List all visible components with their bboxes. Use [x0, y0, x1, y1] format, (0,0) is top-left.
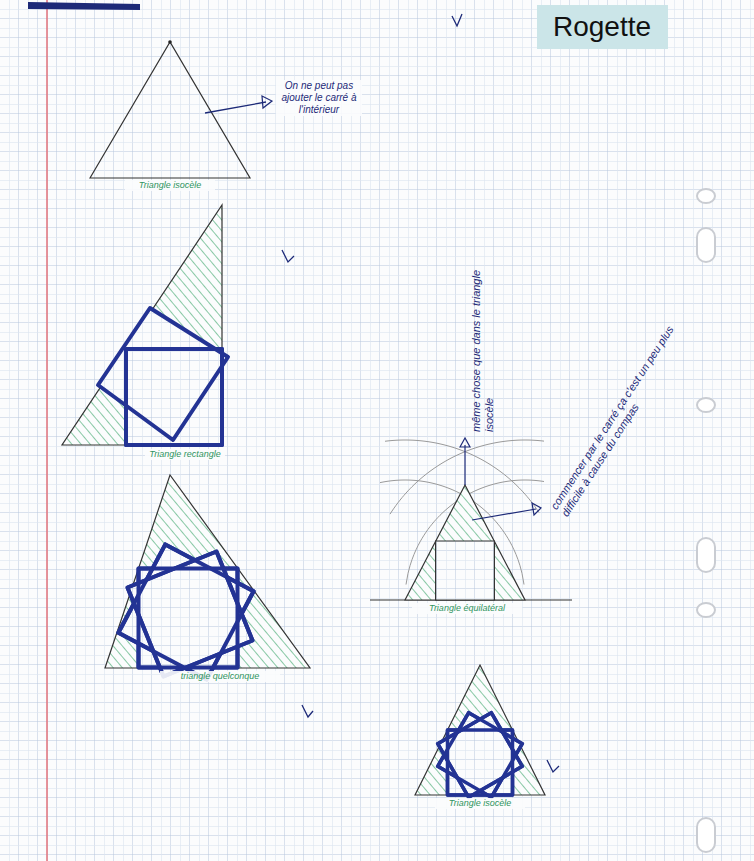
equilateral-triangle [405, 485, 525, 600]
arrow-head [262, 96, 272, 108]
arrow-head [460, 438, 470, 447]
margin-line [46, 0, 48, 861]
leader-arrow [464, 445, 465, 485]
shape-label: triangle quelconque [160, 671, 280, 682]
isosceles-triangle [90, 42, 250, 178]
shape-label: Triangle isocèle [125, 180, 215, 191]
shape-label: Triangle isocèle [435, 798, 525, 809]
check-marks [282, 14, 559, 772]
inscribed-squares [98, 308, 228, 445]
apex-dot [168, 40, 172, 44]
note: commencer par le carré ça c'est un peu p… [548, 295, 706, 519]
heading-scribble [28, 2, 140, 10]
arrow-head [532, 503, 541, 515]
inscribed-square [436, 541, 495, 600]
ring-holes [697, 189, 715, 852]
title-box: Rogette [537, 5, 668, 49]
square-outlines [438, 713, 523, 798]
inscribed-squares [118, 544, 253, 679]
leader-arrow [472, 509, 536, 520]
inscribed-squares [438, 713, 523, 798]
square-outlines [118, 544, 253, 679]
note: On ne peut pas ajouter le carré à l'inté… [276, 80, 362, 116]
author-name: Rogette [553, 11, 652, 43]
shape-label: Triangle équilatéral [412, 603, 522, 614]
note: même chose que dans le triangle isocèle [470, 242, 496, 432]
shape-label: Triangle rectangle [145, 449, 225, 460]
leader-arrow [205, 102, 266, 113]
